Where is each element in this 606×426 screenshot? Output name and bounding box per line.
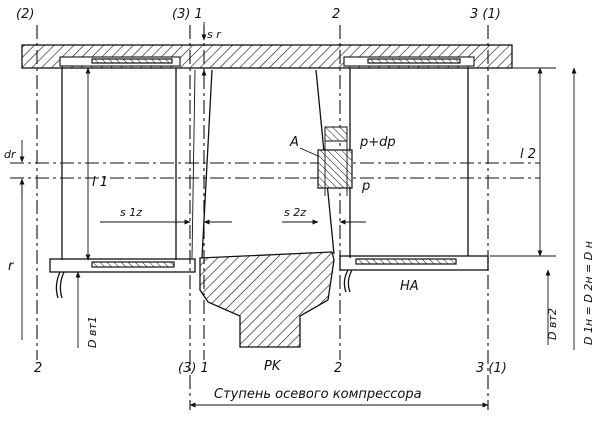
label-l1: l 1 bbox=[92, 175, 108, 190]
label-l2: l 2 bbox=[520, 147, 536, 162]
label-bottom-right: 3 (1) bbox=[476, 361, 507, 376]
label-top-left: (2) bbox=[16, 7, 34, 22]
dimension-lines bbox=[19, 22, 577, 408]
label-p-dp: p+dp bbox=[359, 135, 396, 150]
rotor-blade bbox=[191, 69, 335, 259]
stream-surfaces bbox=[10, 162, 540, 179]
section-lines bbox=[36, 25, 489, 410]
inner-ring-left bbox=[49, 258, 196, 299]
labels: (2) (3) 1 2 3 (1) 2 (3) 1 2 3 (1) s r dr… bbox=[4, 7, 595, 402]
label-A: A bbox=[289, 135, 299, 150]
label-top-right: 3 (1) bbox=[470, 7, 501, 22]
element-A bbox=[299, 126, 353, 196]
label-p: p bbox=[361, 179, 370, 194]
stator-blades bbox=[61, 68, 469, 260]
label-bottom-mid: 2 bbox=[334, 361, 342, 376]
caption: Ступень осевого компрессора bbox=[214, 387, 422, 402]
label-dr: dr bbox=[4, 148, 17, 161]
label-HA: HA bbox=[400, 279, 419, 294]
rotor-disk bbox=[199, 251, 335, 348]
label-top-mid-left: (3) 1 bbox=[172, 7, 203, 22]
outer-casing bbox=[21, 44, 513, 69]
label-D-vt1: D вт1 bbox=[86, 316, 99, 348]
label-D-eq: D 1н = D 2н = D н bbox=[582, 241, 595, 345]
label-PK: PK bbox=[264, 359, 282, 374]
label-bottom-left: 2 bbox=[34, 361, 42, 376]
label-r: r bbox=[8, 259, 15, 274]
label-sr: s r bbox=[207, 28, 222, 41]
label-bottom-mid-left: (3) 1 bbox=[178, 361, 209, 376]
label-top-mid: 2 bbox=[332, 7, 340, 22]
label-s1z: s 1z bbox=[120, 206, 142, 219]
label-s2z: s 2z bbox=[284, 206, 306, 219]
label-D-vt2: D вт2 bbox=[546, 308, 559, 340]
